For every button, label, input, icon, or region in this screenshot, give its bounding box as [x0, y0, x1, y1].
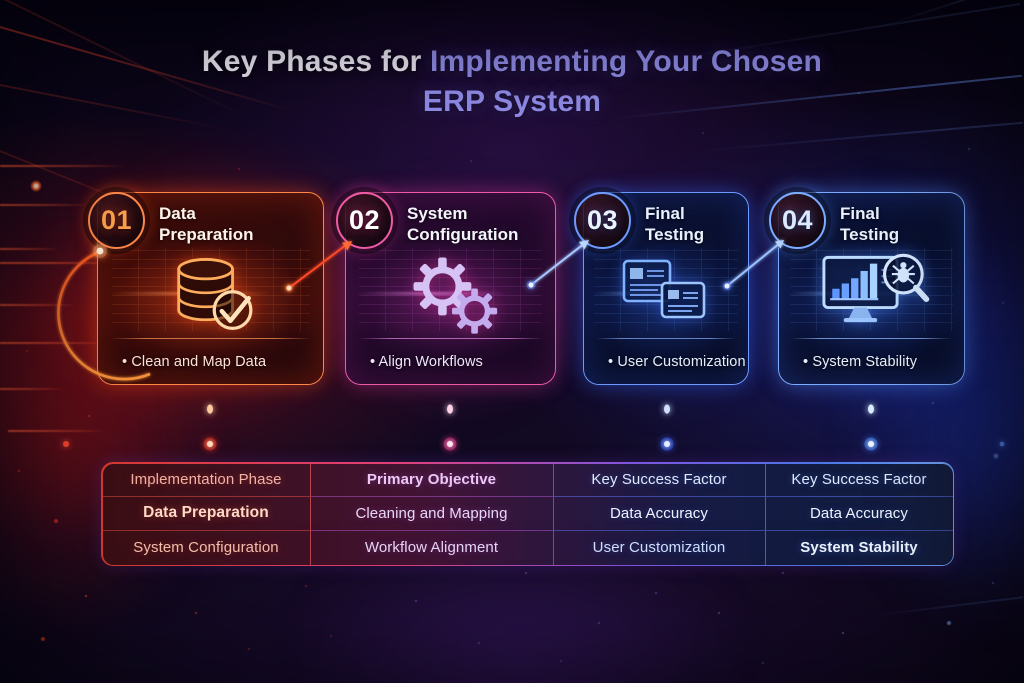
- red-streak: [8, 430, 108, 432]
- monitor-bug-search-icon: [787, 250, 956, 340]
- card-divider: [596, 337, 736, 339]
- light-spark: [30, 180, 42, 192]
- phase-number-badge-2: 02: [336, 192, 393, 249]
- phase-number-badge-1: 01: [88, 192, 145, 249]
- phase-card-1: 01 Data Preparation Clean and Map Data: [88, 192, 324, 385]
- red-streak: [0, 248, 60, 250]
- table-header-key-success-factor: Key Success Factor: [553, 463, 766, 498]
- card-divider: [358, 337, 543, 339]
- timeline-connector-4: [864, 386, 878, 451]
- table-cell: Data Preparation: [102, 497, 311, 531]
- table-cell: User Customization: [554, 530, 766, 565]
- red-streak: [0, 204, 92, 206]
- red-streak: [0, 165, 128, 167]
- blue-light-ray: [880, 0, 1018, 28]
- phase-bullet-2: Align Workflows: [370, 354, 483, 370]
- timeline-connector-2: [443, 386, 457, 451]
- phase-bullet-1: Clean and Map Data: [122, 354, 266, 370]
- phase-card-3: 03 Final Testing User Customization: [574, 192, 749, 385]
- phase-bullet-3: User Customization: [608, 354, 746, 370]
- phase-number: 04: [781, 205, 814, 235]
- timeline: [58, 441, 1005, 447]
- phase-card-2: 02 System Configuration: [336, 192, 556, 385]
- table-cell: Cleaning and Mapping: [310, 497, 554, 531]
- test-screens-icon: [592, 250, 740, 340]
- timeline-connector-1: [203, 386, 217, 451]
- blue-light-ray: [870, 596, 1024, 617]
- phase-number: 02: [348, 205, 381, 235]
- phase-title-1: Data Preparation: [159, 204, 254, 244]
- title-line2: ERP System: [422, 85, 602, 118]
- red-streak: [0, 304, 78, 306]
- table-header-key-success-factor: Key Success Factor: [765, 464, 953, 498]
- title-highlight: Implementing Your Chosen: [430, 45, 823, 78]
- phase-number: 03: [586, 205, 619, 235]
- ambient-glow: [290, 548, 750, 683]
- comparison-table-grid: Implementation Phase Primary Objective K…: [102, 463, 953, 565]
- phase-title-2: System Configuration: [407, 204, 519, 244]
- table-cell: System Configuration: [103, 530, 311, 565]
- phase-number-badge-3: 03: [574, 192, 631, 249]
- particle-field: [0, 0, 2, 2]
- phase-bullet-4: System Stability: [803, 354, 917, 370]
- phase-title-4: Final Testing: [840, 204, 900, 244]
- comparison-table: Implementation Phase Primary Objective K…: [101, 462, 954, 566]
- gears-icon: [354, 250, 547, 340]
- card-divider: [110, 337, 311, 339]
- blue-light-ray: [700, 121, 1023, 152]
- table-header-implementation-phase: Implementation Phase: [102, 463, 311, 498]
- database-check-icon: [106, 250, 315, 340]
- phase-card-4: 04 Final Testing: [769, 192, 965, 385]
- card-divider: [791, 337, 952, 339]
- table-cell: Data Accuracy: [765, 497, 953, 531]
- red-streak: [0, 388, 66, 390]
- timeline-connector-3: [660, 386, 674, 451]
- phase-title-3: Final Testing: [645, 204, 705, 244]
- table-cell: Data Accuracy: [553, 497, 766, 531]
- table-cell: System Stability: [800, 539, 918, 557]
- phase-number-badge-4: 04: [769, 192, 826, 249]
- table-header-primary-objective: Primary Objective: [310, 463, 554, 498]
- phase-number: 01: [100, 205, 133, 235]
- table-cell: Workflow Alignment: [311, 530, 554, 565]
- title-prefix: Key Phases for: [201, 45, 431, 78]
- page-title: Key Phases for Implementing Your Chosen …: [0, 42, 1024, 122]
